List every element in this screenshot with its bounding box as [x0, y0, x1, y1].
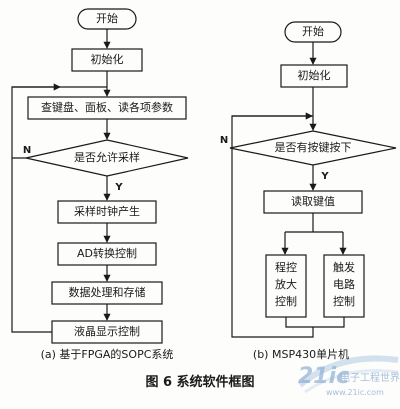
left-allow-sampling-label: 是否允许采样 [74, 151, 140, 164]
left-main-loop [11, 158, 52, 333]
watermark-url: www.21ic.com [326, 388, 384, 397]
right-trigger-line2: 电路 [333, 278, 355, 291]
right-prog-amp-line1: 程控 [275, 261, 297, 274]
right-trigger-line1: 触发 [333, 261, 355, 274]
right-branch-join [285, 317, 345, 328]
right-prog-amp-line2: 放大 [275, 278, 297, 291]
left-lcd-control-label: 液晶显示控制 [74, 325, 140, 338]
right-key-pressed-label: 是否有按键按下 [274, 141, 352, 154]
left-start-label: 开始 [96, 12, 118, 25]
left-data-process-label: 数据处理和存储 [68, 286, 146, 299]
watermark-cn: 电子工程世界 [340, 373, 400, 384]
left-branch-yes: Y [115, 182, 123, 193]
right-init-label: 初始化 [297, 69, 331, 82]
right-start-label: 开始 [302, 25, 324, 38]
right-init-box [280, 64, 348, 88]
left-branch-no: N [22, 145, 32, 156]
right-read-key-label: 读取键值 [291, 195, 335, 208]
right-trigger-line3: 控制 [333, 295, 355, 308]
right-prog-amp-line3: 控制 [275, 295, 297, 308]
watermark-21ic: 21ic [298, 364, 350, 389]
left-init-label: 初始化 [90, 53, 124, 66]
left-ad-control-label: AD转换控制 [77, 247, 137, 260]
right-branch-yes: Y [321, 171, 329, 182]
right-branch-no: N [219, 135, 229, 146]
right-caption: (b) MSP430单片机 [252, 348, 350, 361]
left-caption: (a) 基于FPGA的SOPC系统 [40, 348, 174, 361]
figure-title: 图 6 系统软件框图 [145, 375, 255, 390]
watermark-logo [298, 355, 399, 394]
left-clock-gen-label: 采样时钟产生 [74, 205, 140, 218]
left-read-params-label: 查键盘、面板、读各项参数 [41, 101, 173, 114]
